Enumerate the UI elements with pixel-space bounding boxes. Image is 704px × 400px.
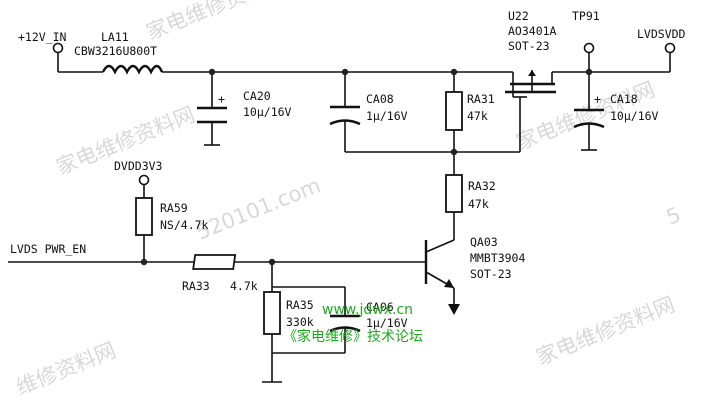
net-label-dvdd: DVDD3V3 [114,159,163,173]
net-label-enable: LVDS PWR_EN [10,242,86,256]
ca18-polarity-label: + [594,92,601,106]
test-point-tp91 [583,42,595,54]
junction-ca18 [585,68,593,76]
ra35-ref: RA35 [286,298,314,312]
ca20-ref: CA20 [243,89,271,103]
ca20-polarity-label: + [218,92,225,106]
resistor-ra35 [263,291,281,335]
ca08-ref: CA08 [366,92,394,106]
ra32-value: 47k [468,197,489,211]
watermark-url: www.jdwx.cn [322,302,413,318]
watermark-site-bottom-left: 维修资料网 [13,338,119,400]
u22-ref: U22 [508,9,529,23]
junction-base [268,258,276,266]
la11-value: CBW3216U800T [74,44,157,58]
ra31-value: 47k [467,109,488,123]
ra59-value: NS/4.7k [160,218,209,232]
u22-package: SOT-23 [508,39,550,53]
transistor-qa03 [424,239,455,289]
resistor-ra59 [135,197,153,236]
watermark-digit-right: 5 [663,202,684,229]
watermark-site-bottom-right: 家电维修资料网 [533,292,678,369]
net-label-vout: LVDSVDD [637,27,686,41]
watermark-domain: 520101.com [193,173,324,245]
ca06-value: 1μ/16V [366,316,408,330]
connector-vin [52,42,64,54]
mosfet-u22 [505,70,556,98]
inductor-la11 [101,64,164,75]
junction-ca08 [341,68,349,76]
capacitor-ca18 [573,108,605,129]
ra33-ref: RA33 [182,279,210,293]
ca08-value: 1μ/16V [366,109,408,123]
la11-ref: LA11 [101,30,129,44]
ground-qa03 [448,304,460,315]
watermark-forum: 《家电维修》技术论坛 [283,328,423,345]
junction-dots [140,68,593,266]
ra31-ref: RA31 [467,92,495,106]
qa03-value: MMBT3904 [470,251,525,265]
capacitor-ca08 [329,105,361,126]
junction-ca20 [208,68,216,76]
connector-vout [664,42,676,54]
ca06-ref: CA06 [366,300,394,314]
junction-pwr-en [140,258,148,266]
tp91-ref: TP91 [572,9,600,23]
watermark-site-top: 家电维修资料网 [143,0,288,45]
junction-gate [450,148,458,156]
ra33-value: 4.7k [230,279,258,293]
capacitor-ca06 [329,314,361,333]
ca18-value: 10μ/16V [610,109,659,123]
ra35-value: 330k [286,315,314,329]
ca20-value: 10μ/16V [243,105,292,119]
resistor-ra32 [445,174,463,213]
u22-value: AO3401A [508,24,557,38]
ra32-ref: RA32 [468,179,496,193]
ca18-ref: CA18 [610,92,638,106]
capacitor-ca20 [197,106,227,124]
resistor-ra33 [192,254,237,270]
net-label-vin: +12V_IN [18,30,67,44]
connector-dvdd [138,174,150,186]
qa03-package: SOT-23 [470,267,512,281]
ra59-ref: RA59 [160,201,188,215]
junction-ra31 [450,68,458,76]
resistor-ra31 [445,91,463,131]
qa03-ref: QA03 [470,235,498,249]
